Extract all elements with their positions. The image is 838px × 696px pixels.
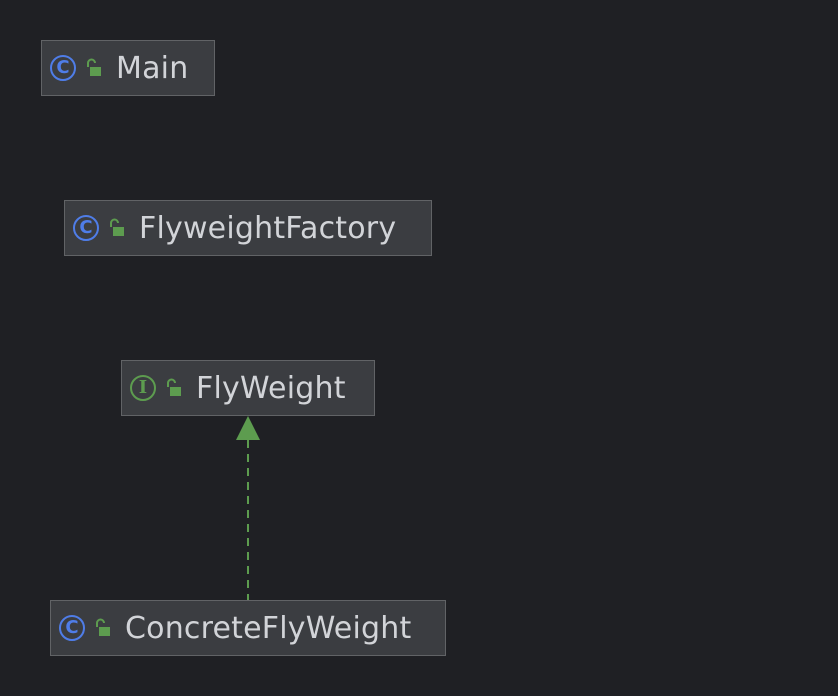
class-icon: C (73, 215, 99, 241)
node-main[interactable]: C Main (41, 40, 215, 96)
implements-arrowhead (236, 416, 260, 440)
class-icon: C (50, 55, 76, 81)
unlocked-padlock-icon (167, 378, 181, 396)
node-label: FlyWeight (196, 370, 346, 406)
node-label: ConcreteFlyWeight (125, 610, 412, 646)
node-flyweight-factory[interactable]: C FlyweightFactory (64, 200, 432, 256)
class-icon: C (59, 615, 85, 641)
node-label: Main (116, 50, 189, 86)
unlocked-padlock-icon (110, 218, 124, 236)
node-label: FlyweightFactory (139, 210, 397, 246)
node-flyweight-interface[interactable]: I FlyWeight (121, 360, 375, 416)
unlocked-padlock-icon (87, 58, 101, 76)
unlocked-padlock-icon (96, 618, 110, 636)
interface-icon: I (130, 375, 156, 401)
node-concrete-flyweight[interactable]: C ConcreteFlyWeight (50, 600, 446, 656)
